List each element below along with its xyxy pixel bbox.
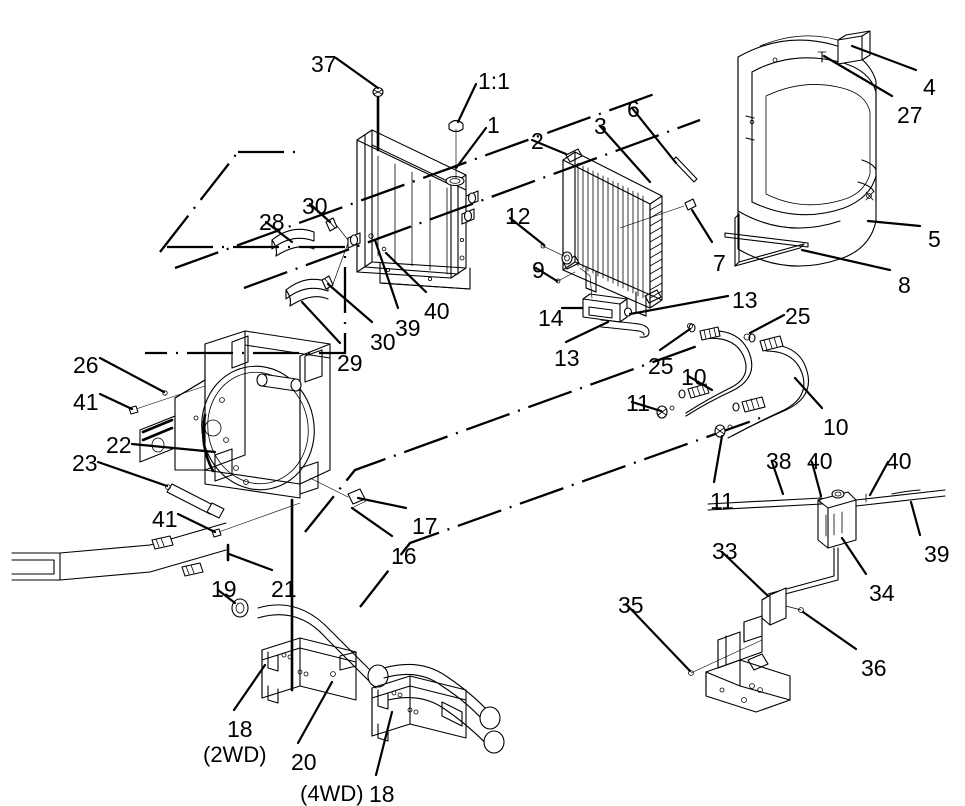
callout-2: 2 bbox=[531, 128, 544, 154]
strap-39 bbox=[855, 489, 946, 507]
bolt-23 bbox=[165, 483, 225, 519]
radiator-cap bbox=[448, 119, 464, 179]
callout-34: 34 bbox=[869, 580, 895, 606]
callout-4wd: (4WD) bbox=[300, 781, 364, 806]
group-boundary-mid bbox=[304, 343, 701, 533]
callout-25-a: 25 bbox=[648, 353, 674, 379]
callout-13-a: 13 bbox=[554, 345, 580, 371]
fastener-4 bbox=[817, 51, 827, 63]
callout-25-b: 25 bbox=[785, 303, 811, 329]
angle-bracket-8 bbox=[734, 213, 805, 267]
callout-leader-lines bbox=[96, 44, 922, 777]
bolt-17 bbox=[309, 477, 369, 509]
bracket-14 bbox=[582, 293, 628, 323]
bolt-41-upper bbox=[128, 385, 206, 415]
callout-41-b: 41 bbox=[152, 506, 178, 532]
callout-1-1: 1:1 bbox=[478, 68, 510, 94]
callout-39: 39 bbox=[395, 315, 421, 341]
callout-6: 6 bbox=[627, 96, 640, 122]
callout-38: 38 bbox=[766, 448, 792, 474]
front-support-4wd bbox=[371, 663, 505, 754]
callout-9: 9 bbox=[532, 257, 545, 283]
fitting-nut-11-a bbox=[656, 405, 675, 419]
callout-13-b: 13 bbox=[732, 287, 758, 313]
hose-29 bbox=[285, 278, 329, 307]
callout-37: 37 bbox=[311, 51, 337, 77]
callout-41-a: 41 bbox=[73, 389, 99, 415]
callout-16: 16 bbox=[391, 543, 417, 569]
callout-26: 26 bbox=[73, 352, 99, 378]
bolt-26-point bbox=[162, 390, 168, 396]
fastener-7 bbox=[619, 198, 697, 229]
fitting-25-b bbox=[743, 333, 751, 341]
callout-30-b: 30 bbox=[370, 329, 396, 355]
oil-cooler-core bbox=[561, 148, 663, 317]
callout-10-a: 10 bbox=[681, 364, 707, 390]
callout-18-b: 18 bbox=[369, 781, 395, 806]
callout-3: 3 bbox=[594, 113, 607, 139]
rod-6 bbox=[672, 156, 698, 183]
front-support-2wd bbox=[261, 637, 357, 704]
callout-7: 7 bbox=[713, 250, 726, 276]
group-boundary-low bbox=[359, 416, 761, 608]
mounting-bracket-35 bbox=[705, 615, 791, 713]
bolt-41-lower bbox=[211, 502, 301, 538]
hose-20 bbox=[231, 598, 389, 689]
rod-3 bbox=[724, 232, 809, 248]
hose-28 bbox=[271, 228, 315, 257]
callout-18-a: 18 bbox=[227, 716, 253, 742]
callout-40: 40 bbox=[424, 298, 450, 324]
callout-22: 22 bbox=[106, 432, 132, 458]
fitting-nut-11-b bbox=[714, 424, 733, 438]
plate-33 bbox=[761, 587, 787, 626]
radiator-assembly bbox=[347, 129, 479, 290]
callout-2wd: (2WD) bbox=[203, 742, 267, 767]
callout-11-a: 11 bbox=[626, 390, 650, 416]
callout-5: 5 bbox=[928, 226, 941, 252]
callout-40-c: 40 bbox=[886, 448, 912, 474]
callout-8: 8 bbox=[898, 272, 911, 298]
fastener-39-point bbox=[368, 233, 374, 239]
callout-36: 36 bbox=[861, 655, 887, 681]
group-boundary-diag-1 bbox=[174, 90, 661, 270]
strap-38 bbox=[707, 497, 823, 511]
callout-12: 12 bbox=[505, 203, 531, 229]
callout-19: 19 bbox=[211, 576, 237, 602]
callout-23: 23 bbox=[72, 450, 98, 476]
callout-29: 29 bbox=[337, 350, 363, 376]
callout-28: 28 bbox=[259, 209, 285, 235]
callout-21: 21 bbox=[271, 576, 297, 602]
callout-39-b: 39 bbox=[924, 541, 950, 567]
fan-shroud bbox=[737, 35, 877, 267]
callout-17: 17 bbox=[412, 513, 438, 539]
hose-10-outer bbox=[727, 333, 810, 439]
fastener-37 bbox=[372, 86, 384, 152]
hose-10-inner bbox=[678, 323, 753, 417]
fan-mount-frame bbox=[139, 330, 331, 499]
group-boundary-upper bbox=[159, 150, 300, 253]
callout-40-b: 40 bbox=[807, 448, 833, 474]
callout-30-a: 30 bbox=[302, 193, 328, 219]
callout-10-b: 10 bbox=[823, 414, 849, 440]
callout-27: 27 bbox=[897, 102, 923, 128]
callout-4: 4 bbox=[923, 74, 936, 100]
callout-35: 35 bbox=[618, 592, 644, 618]
fastener-40-point bbox=[381, 246, 387, 252]
callout-20: 20 bbox=[291, 749, 317, 775]
callout-1: 1 bbox=[487, 112, 500, 138]
tube-13 bbox=[600, 307, 650, 338]
tube-lines-left bbox=[11, 522, 227, 581]
callout-11-b: 11 bbox=[710, 488, 734, 514]
callout-14: 14 bbox=[538, 305, 564, 331]
plate-27 bbox=[837, 30, 871, 65]
coolant-reservoir bbox=[767, 489, 857, 599]
callout-33: 33 bbox=[712, 538, 738, 564]
fastener-36-point bbox=[798, 607, 804, 613]
